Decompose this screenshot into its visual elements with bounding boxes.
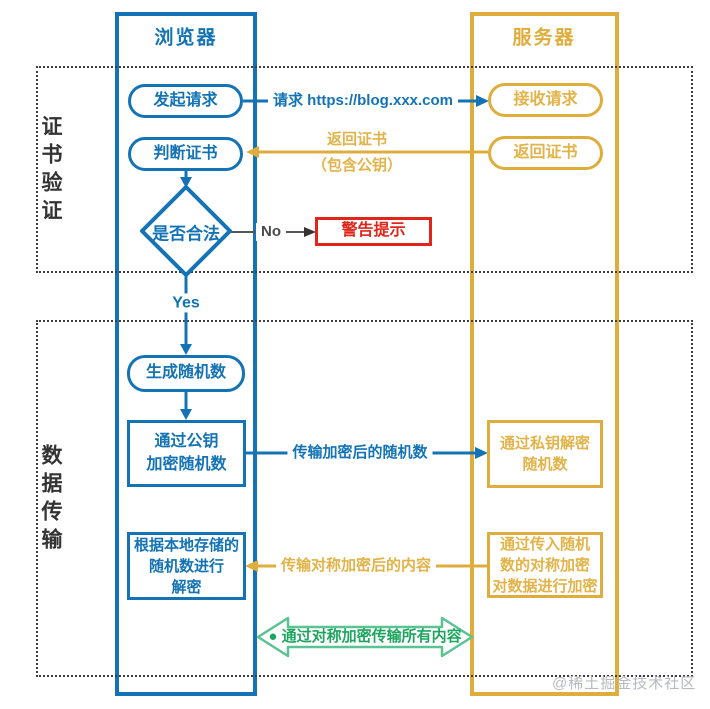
- node-pubkey-encrypt: 通过公钥 加密随机数: [127, 420, 246, 487]
- data-transfer-section-label: 数据传输: [39, 444, 62, 556]
- node-warning: 警告提示: [315, 217, 432, 246]
- watermark: @稀土掘金技术社区: [552, 675, 697, 692]
- browser-lane-title: 浏览器: [154, 27, 218, 49]
- edge-return-cert-label-line1: 返回证书: [326, 131, 388, 148]
- symmetric-channel-double-arrow-icon: [256, 616, 474, 658]
- node-gen-random: 生成随机数: [127, 355, 245, 392]
- cert-verify-section-label: 证书验证: [39, 115, 62, 227]
- cert-verify-section: [36, 66, 693, 273]
- edge-judge-to-diamond-arrowhead-icon: [180, 177, 192, 188]
- edge-no-label: No: [256, 223, 286, 241]
- edge-yes-arrowhead-icon: [180, 344, 192, 355]
- edge-request-url-label: 请求 https://blog.xxx.com: [267, 92, 459, 110]
- edge-symmetric-content-arrowhead-icon: [245, 560, 258, 572]
- node-judge-cert: 判断证书: [128, 137, 243, 171]
- edge-request-arrowhead-icon: [476, 95, 489, 107]
- node-initiate-request: 发起请求: [128, 84, 243, 118]
- browser-lane: [115, 12, 257, 696]
- node-privkey-decrypt: 通过私钥解密 随机数: [487, 420, 603, 488]
- node-return-cert: 返回证书: [488, 136, 603, 170]
- edge-return-cert-label-line2: （包含公钥）: [311, 157, 403, 174]
- node-local-decrypt: 根据本地存储的 随机数进行 解密: [127, 532, 246, 600]
- server-lane-title: 服务器: [512, 27, 576, 49]
- edge-encrypted-random-label: 传输加密后的随机数: [287, 444, 433, 462]
- server-lane: [470, 12, 619, 696]
- edge-encrypted-random-arrowhead-icon: [475, 447, 488, 459]
- node-receive-request: 接收请求: [488, 83, 603, 117]
- edge-return-cert-arrowhead-icon: [246, 146, 259, 158]
- edge-symmetric-content-label: 传输对称加密后的内容: [275, 557, 437, 575]
- edge-gen-to-encrypt-arrowhead-icon: [180, 409, 192, 420]
- node-is-valid: 是否合法: [152, 224, 220, 244]
- edge-yes-label: Yes: [167, 293, 205, 313]
- is-valid-diamond-shape: [140, 185, 232, 277]
- node-symmetric-encrypt: 通过传入随机 数的对称加密 对数据进行加密: [487, 532, 603, 598]
- symmetric-channel-label: ● 通过对称加密传输所有内容: [268, 628, 462, 645]
- edge-no-arrowhead-icon: [304, 227, 316, 237]
- data-transfer-section: [36, 320, 693, 677]
